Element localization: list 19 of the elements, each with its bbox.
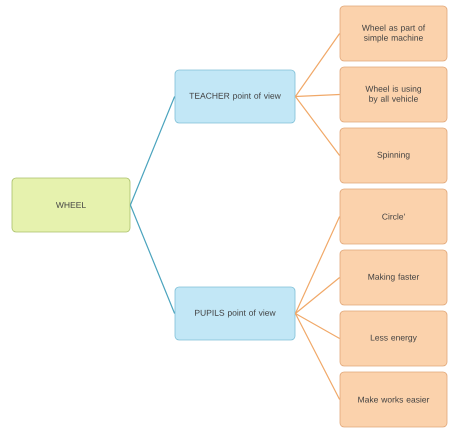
connector-line [294, 33, 340, 97]
leaf-box: Wheel is using by all vehicle [340, 66, 448, 122]
connector-line [295, 277, 340, 314]
connector-line [130, 204, 176, 314]
branch-box: PUPILS point of view [174, 286, 296, 340]
leaf-box: Making faster [340, 250, 448, 306]
connector-line [294, 216, 340, 314]
leaf-box: Make works easier [340, 372, 448, 428]
branch-box: TEACHER point of view [174, 70, 296, 124]
leaf-box: Circle' [340, 188, 448, 244]
leaf-box: Spinning [340, 128, 448, 184]
connector-line [295, 312, 340, 340]
leaf-box: Less energy [340, 310, 448, 366]
leaf-box: Wheel as part of simple machine [340, 6, 448, 62]
connector-line [294, 96, 340, 156]
connector-line [294, 313, 340, 400]
topic-box: WHEEL [12, 178, 130, 232]
connector-line [295, 94, 340, 98]
connector-line [130, 96, 176, 206]
